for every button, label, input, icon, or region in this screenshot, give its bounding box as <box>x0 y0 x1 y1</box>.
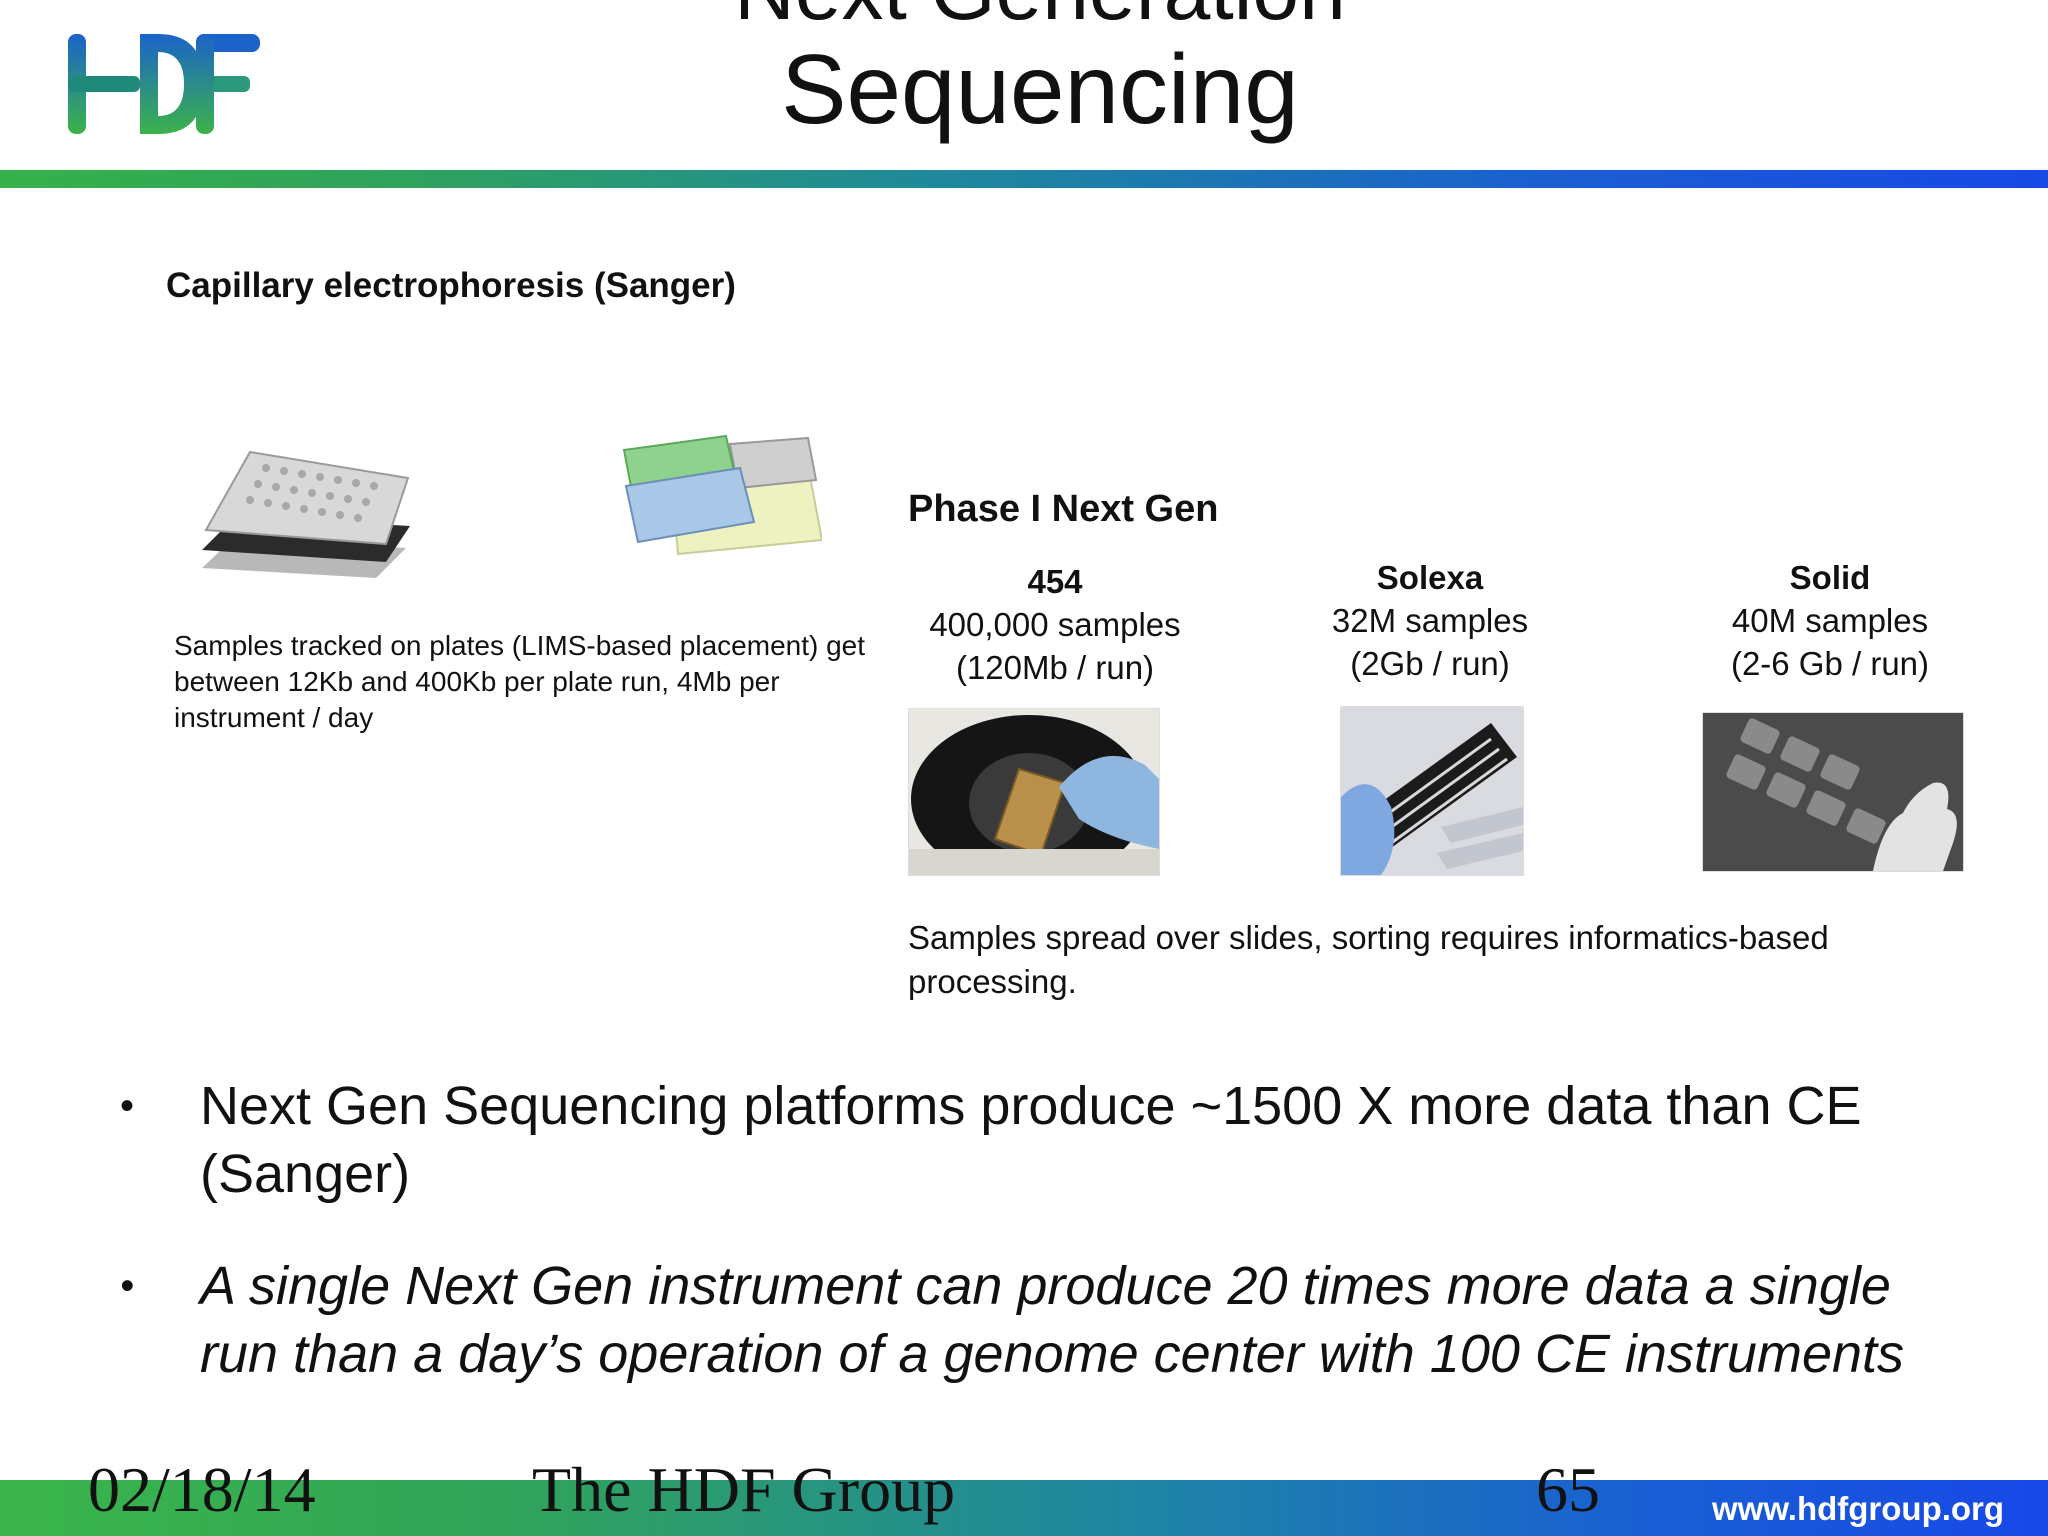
bullet-item: • Next Gen Sequencing platforms produce … <box>120 1072 1930 1208</box>
platform-name: 454 <box>1027 563 1083 600</box>
bullet-text: Next Gen Sequencing platforms produce ~1… <box>200 1076 1862 1204</box>
bullet-marker: • <box>120 1084 135 1128</box>
bullet-item: • A single Next Gen instrument can produ… <box>120 1252 1930 1388</box>
platform-454: 454 400,000 samples (120Mb / run) <box>890 560 1220 689</box>
hdf-logo <box>68 34 260 134</box>
platform-samples: 32M samples <box>1331 602 1529 639</box>
nextgen-heading: Phase I Next Gen <box>908 488 1219 530</box>
footer-website: www.hdfgroup.org <box>1712 1490 2005 1527</box>
ce-heading: Capillary electrophoresis (Sanger) <box>166 266 736 305</box>
nextgen-description: Samples spread over slides, sorting requ… <box>908 919 1829 1000</box>
bullet-marker: • <box>120 1264 135 1308</box>
solid-slide-photo <box>1702 712 1964 872</box>
slide-title-partial: Next Generation <box>600 0 1480 32</box>
slide-title: Sequencing <box>781 34 1299 144</box>
header-divider <box>0 170 2048 188</box>
platform-samples: 40M samples <box>1731 602 1929 639</box>
footer-organization: The HDF Group <box>532 1454 956 1525</box>
platform-rate: (2-6 Gb / run) <box>1730 645 1930 682</box>
platform-name: Solid <box>1789 559 1871 596</box>
solexa-flowcell-photo <box>1340 706 1524 876</box>
platform-name: Solexa <box>1376 559 1484 596</box>
ce-description: Samples tracked on plates (LIMS-based pl… <box>174 630 866 733</box>
sample-plates-stack-image <box>622 434 822 556</box>
footer-page-number: 65 <box>1536 1454 1600 1525</box>
platform-solid: Solid 40M samples (2-6 Gb / run) <box>1680 556 1980 685</box>
platform-samples: 400,000 samples <box>929 606 1181 643</box>
sample-plate-image <box>202 450 410 578</box>
platform-solexa: Solexa 32M samples (2Gb / run) <box>1260 556 1600 685</box>
bullet-text: A single Next Gen instrument can produce… <box>200 1256 1905 1384</box>
platform-rate: (120Mb / run) <box>955 649 1155 686</box>
454-instrument-photo <box>908 708 1160 876</box>
footer-bar <box>0 1480 2048 1536</box>
platform-rate: (2Gb / run) <box>1350 645 1510 682</box>
footer-date: 02/18/14 <box>88 1454 316 1525</box>
